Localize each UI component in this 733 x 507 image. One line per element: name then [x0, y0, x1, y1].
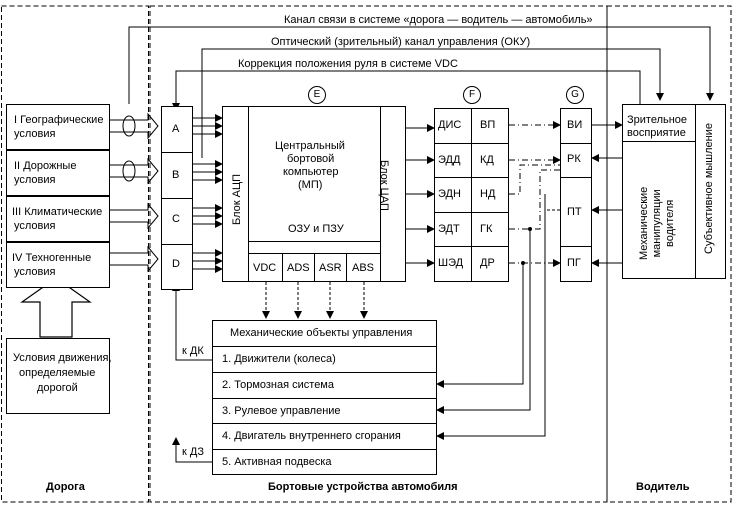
onboard-computer — [222, 106, 406, 282]
condition-climate: III Климатические условия — [6, 196, 110, 242]
actuator-vp: ВП — [480, 119, 496, 131]
motion-conditions-box: Условия движения, определяемые дорогой — [6, 338, 112, 414]
memory-label: ОЗУ и ПЗУ — [288, 223, 344, 235]
subsystem-vdc: VDC — [253, 262, 277, 274]
actuator-dr: ДР — [480, 257, 495, 269]
group-e-marker: E — [308, 86, 326, 104]
road-footer: Дорога — [46, 481, 85, 493]
cpu-line1: Центральный — [275, 140, 345, 152]
k-dk-label: к ДК — [182, 345, 204, 357]
mech-item-brakes: 2. Тормозная система — [222, 379, 334, 391]
condition-road: II Дорожные условия — [6, 150, 110, 196]
subsystem-ads: ADS — [287, 262, 310, 274]
road-frame — [1, 5, 149, 503]
mech-item-wheels: 1. Движители (колеса) — [222, 353, 336, 365]
g-pt: ПТ — [567, 206, 582, 218]
sensor-a: A — [172, 123, 180, 135]
subsystem-abs: ABS — [352, 262, 375, 274]
onboard-footer: Бортовые устройства автомобиля — [268, 481, 458, 493]
subjective-thinking: Субъективное мышление — [703, 123, 715, 254]
visual-line1: Зрительное — [627, 114, 688, 126]
visual-line2: восприятие — [627, 127, 686, 139]
group-g-marker: G — [566, 86, 584, 104]
g-block — [560, 108, 592, 282]
sensor-d: D — [172, 258, 180, 270]
driver-footer: Водитель — [636, 481, 690, 493]
sensor-c: C — [172, 213, 180, 225]
condition-geographic: I Географические условия — [6, 104, 110, 150]
actuator-shed: ШЭД — [438, 257, 464, 269]
g-pg: ПГ — [567, 257, 581, 269]
actuator-nd: НД — [480, 188, 496, 200]
channel-steer-vdc: Коррекция положения руля в системе VDC — [238, 58, 458, 70]
mech-item-steering: 3. Рулевое управление — [222, 405, 341, 417]
adc-label: Блок АЦП — [231, 173, 243, 225]
driver-frame — [606, 5, 732, 503]
cpu-line2: бортовой — [287, 153, 335, 165]
sensor-b: B — [172, 169, 180, 181]
actuator-edn: ЭДН — [438, 188, 461, 200]
channel-optical: Оптический (зрительный) канал управления… — [271, 36, 531, 48]
k-dz-label: к ДЗ — [182, 446, 204, 458]
g-vi: ВИ — [567, 119, 583, 131]
dac-label: Блок ЦАП — [378, 160, 390, 211]
actuator-edd: ЭДД — [438, 154, 461, 166]
driver-block — [622, 104, 726, 279]
cpu-line3: компьютер — [283, 166, 339, 178]
condition-technogenic: IV Техногенные условия — [6, 242, 110, 288]
cpu-line4: (МП) — [298, 179, 323, 191]
group-f-marker: F — [463, 86, 481, 104]
mech-title: Механические объекты управления — [230, 327, 413, 339]
actuator-dis: ДИС — [438, 119, 462, 131]
channel-road-driver-car: Канал связи в системе «дорога — водитель… — [284, 14, 593, 26]
actuator-gk: ГК — [480, 223, 493, 235]
actuator-edt: ЭДТ — [438, 223, 460, 235]
mech-item-suspension: 5. Активная подвеска — [222, 456, 332, 468]
mech-item-engine: 4. Двигатель внутреннего сгорания — [222, 430, 401, 442]
actuator-kd: КД — [480, 154, 494, 166]
subsystem-asr: ASR — [319, 262, 342, 274]
g-rk: РК — [567, 153, 581, 165]
